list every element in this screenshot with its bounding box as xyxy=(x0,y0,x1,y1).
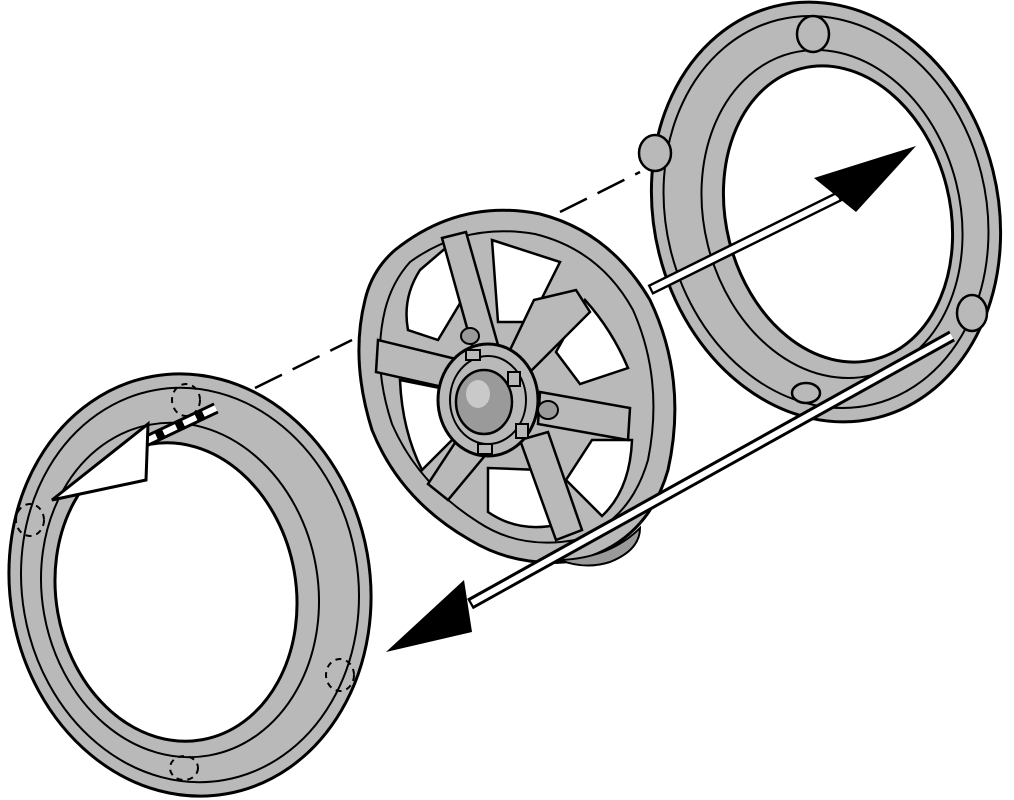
spoke xyxy=(518,430,584,542)
left-ring-hidden-tab xyxy=(15,503,45,537)
basket-rear-edge xyxy=(559,525,642,567)
right-ring-tab xyxy=(955,293,989,333)
right-ring-tab xyxy=(637,133,673,173)
arrow-lower-shaft xyxy=(470,333,954,606)
alignment-line-upper-right xyxy=(559,170,641,214)
speaker-basket xyxy=(357,208,677,567)
arrow-left-shaft xyxy=(138,405,218,447)
left-ring-outer-rim xyxy=(20,386,360,784)
left-ring-inner-step xyxy=(40,421,320,759)
arrow-lower-head xyxy=(386,580,472,652)
right-ring-hole xyxy=(721,64,955,364)
basket-window xyxy=(564,438,634,518)
hub-screw xyxy=(537,400,559,420)
hub-highlight xyxy=(466,380,490,408)
right-ring-tab xyxy=(795,14,831,54)
hub-notch xyxy=(465,349,481,361)
basket-spokes xyxy=(374,230,632,542)
arrow-upper xyxy=(647,146,916,295)
hub-notch xyxy=(515,423,529,439)
basket-hub xyxy=(436,327,559,458)
hub-notch xyxy=(477,443,493,455)
alignment-lines xyxy=(254,170,641,390)
arrow-upper-shaft xyxy=(650,194,840,292)
arrow-left-hollow xyxy=(51,402,219,502)
arrow-left-head xyxy=(51,420,150,502)
right-ring xyxy=(637,0,1003,424)
right-ring-outer-rim xyxy=(662,15,990,409)
arrow-lower xyxy=(386,330,955,652)
left-ring-hidden-tab xyxy=(325,658,355,692)
hub-notch xyxy=(507,371,521,387)
alignment-line-upper-left xyxy=(254,338,353,390)
right-ring-tab xyxy=(790,381,822,405)
left-ring-hidden-tab xyxy=(169,755,199,781)
spoke xyxy=(508,288,592,374)
basket-window xyxy=(405,243,464,342)
arrow-upper-head xyxy=(814,146,916,212)
hub-screw xyxy=(460,327,480,345)
